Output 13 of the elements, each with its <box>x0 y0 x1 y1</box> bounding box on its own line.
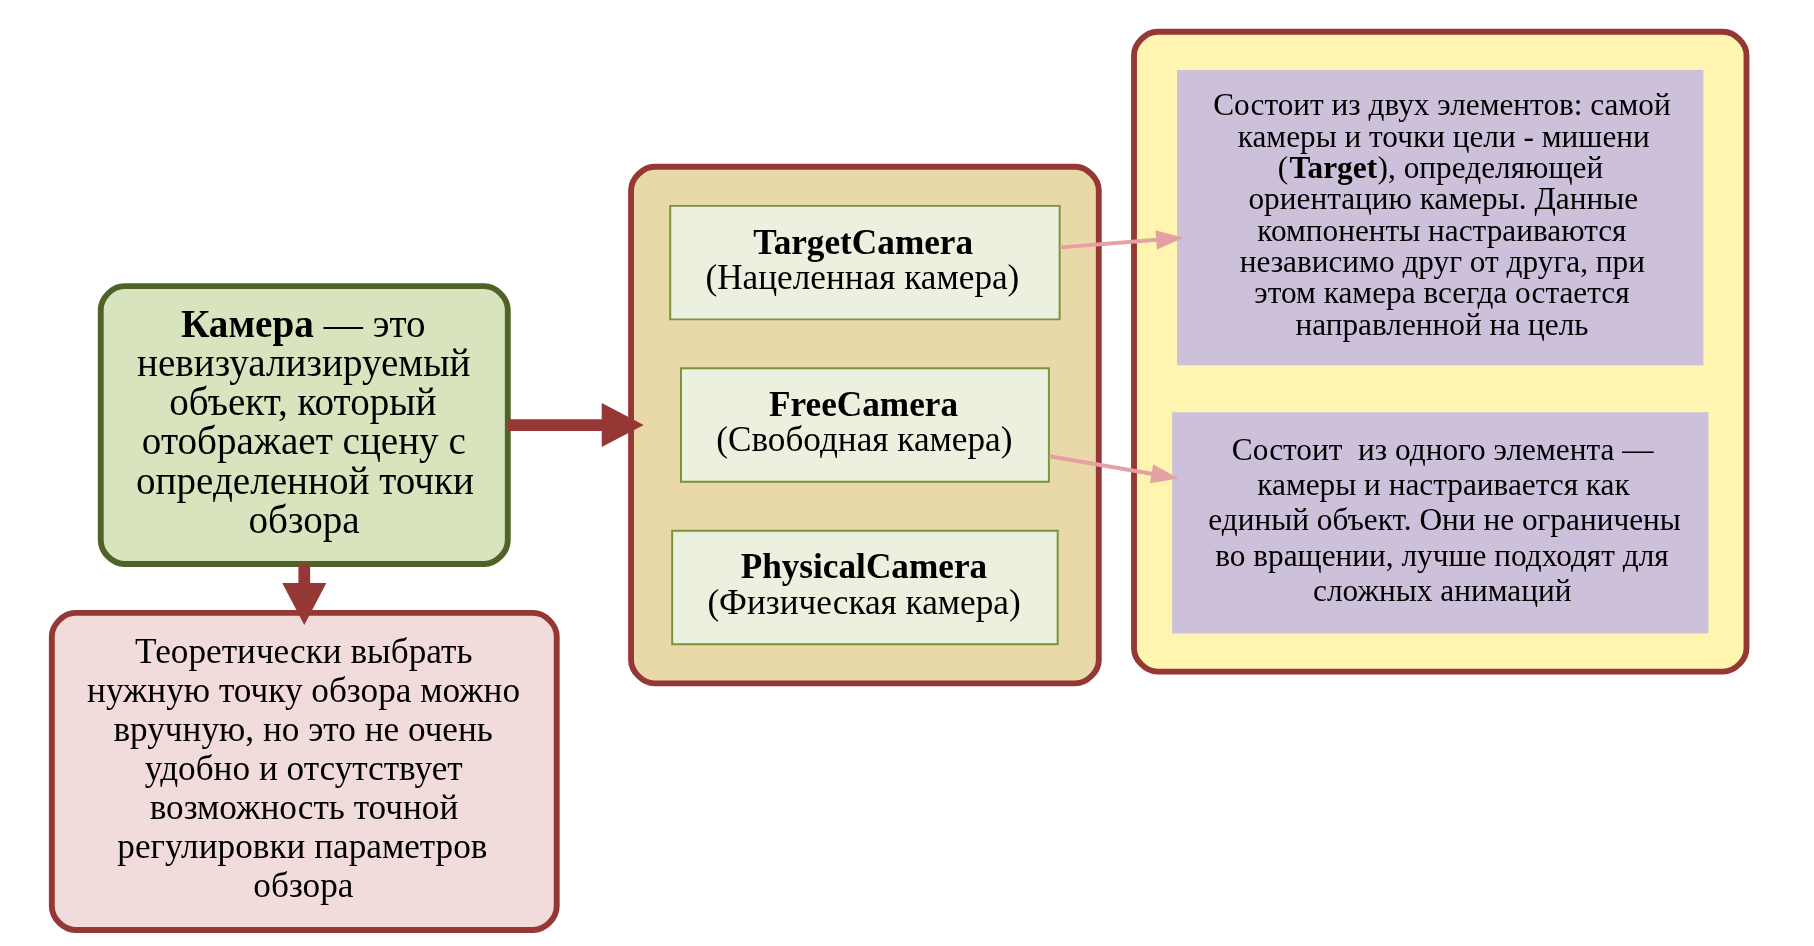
node-box: Состоит из двух элементов: самой камеры и точки цели - мишени (Target), определяющей ориентацию камеры. Данные компоненты настраиваются независимо друг от друга, при этом камера всегда остается направленной на цель <box>1177 69 1704 366</box>
arrow <box>282 564 327 626</box>
arrow <box>508 403 644 448</box>
node-box: PhysicalCamera (Физическая камера) <box>671 529 1059 646</box>
node-box: FreeCamera (Свободная камера) <box>680 367 1050 483</box>
node-box: Состоит из одного элемента — камеры и настраивается как единый объект. Они не ограничены во вращении, лучше подходят для сложных анимаций <box>1172 412 1709 634</box>
node-box: TargetCamera (Нацеленная камера) <box>669 204 1061 321</box>
cluster <box>1131 28 1750 675</box>
node-box: Теоретически выбрать нужную точку обзора можно вручную, но это не очень удобно и отсутствует возможность точной регулировки параметров обзора <box>48 610 560 933</box>
node-box: Камера — это невизуализируемый объект, который отображает сцену с определенной точки обзора <box>97 283 511 567</box>
arrow <box>1060 230 1184 250</box>
cluster <box>628 163 1102 687</box>
arrow <box>1048 454 1179 484</box>
